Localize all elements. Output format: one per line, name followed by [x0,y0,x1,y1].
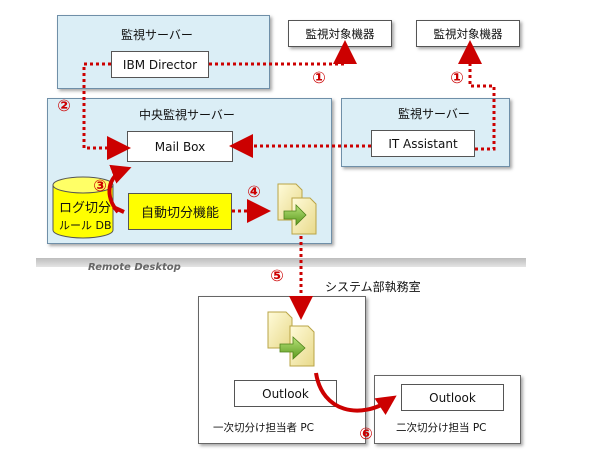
step-4: ④ [247,182,261,201]
system-room-label: システム部執務室 [325,280,421,294]
mailbox-box[interactable]: Mail Box [127,131,233,162]
step-5: ⑤ [270,266,284,285]
ibm-director-box[interactable]: IBM Director [111,51,209,78]
remote-desktop-label: Remote Desktop [88,262,181,273]
step-2: ② [57,96,71,115]
monitoring-server-right-title: 監視サーバー [398,107,470,121]
auto-isolation-function-box[interactable]: 自動切分機能 [128,193,232,230]
monitoring-server-top-title: 監視サーバー [121,28,193,42]
primary-pc-label: 一次切分け担当者 PC [213,422,315,434]
it-assistant-box[interactable]: IT Assistant [371,130,475,157]
secondary-pc-label: 二次切分け担当 PC [396,422,487,434]
step-6: ⑥ [359,424,373,443]
outlook-primary-box[interactable]: Outlook [234,380,337,407]
monitored-device-a[interactable]: 監視対象機器 [288,20,392,47]
step-1-b: ① [450,68,464,87]
step-1-a: ① [312,68,326,87]
monitored-device-b[interactable]: 監視対象機器 [416,20,520,47]
db-label-line2: ルール DB [59,219,112,232]
db-label-line1: ログ切分 [59,201,112,216]
step-3: ③ [93,176,107,195]
remote-desktop-band [36,258,526,267]
central-server-title: 中央監視サーバー [139,108,235,122]
outlook-secondary-box[interactable]: Outlook [401,384,504,411]
